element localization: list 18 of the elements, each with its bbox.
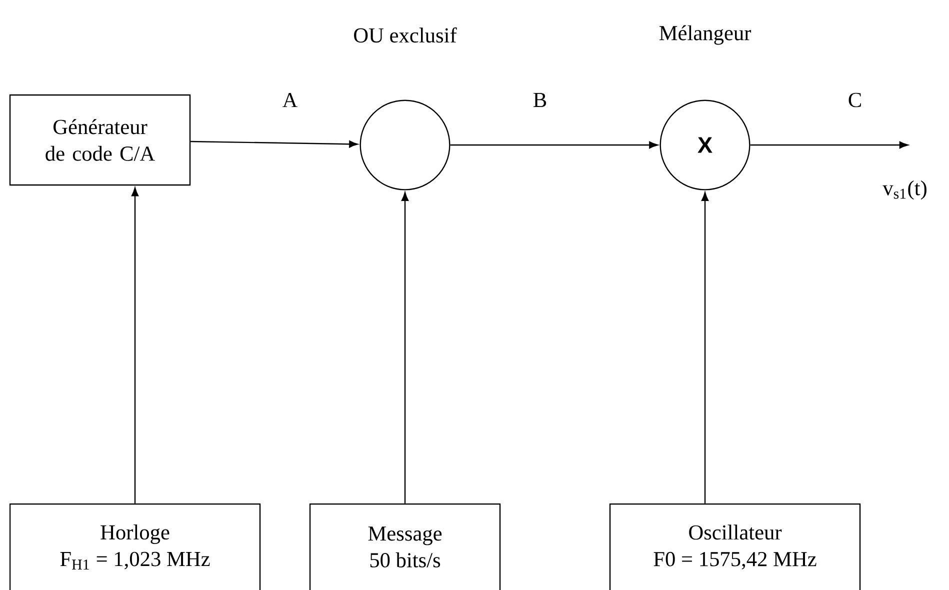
open-box: Horloge F$_{H1}$ = 1,023 MHz bbox=[9, 503, 261, 590]
edge-label: A bbox=[280, 92, 300, 108]
signal-label: v$_{s1}$(t) bbox=[882, 180, 926, 200]
circle-node: X bbox=[660, 100, 750, 190]
arrow bbox=[450, 141, 658, 149]
arrow bbox=[750, 141, 908, 149]
edge-label: C bbox=[846, 92, 864, 108]
process-box: Générateur de code C/A bbox=[9, 94, 191, 186]
edge-label: B bbox=[532, 92, 548, 108]
node-caption: Mélangeur bbox=[659, 25, 752, 45]
open-box: Oscillateur F0 = 1575,42 MHz bbox=[609, 503, 861, 590]
arrow bbox=[131, 187, 139, 504]
node-caption: OU exclusif bbox=[354, 27, 457, 43]
open-box: Message 50 bits/s bbox=[309, 503, 501, 590]
arrow bbox=[401, 192, 409, 504]
arrow bbox=[701, 192, 709, 504]
arrow bbox=[190, 140, 358, 148]
circle-node bbox=[360, 100, 450, 190]
